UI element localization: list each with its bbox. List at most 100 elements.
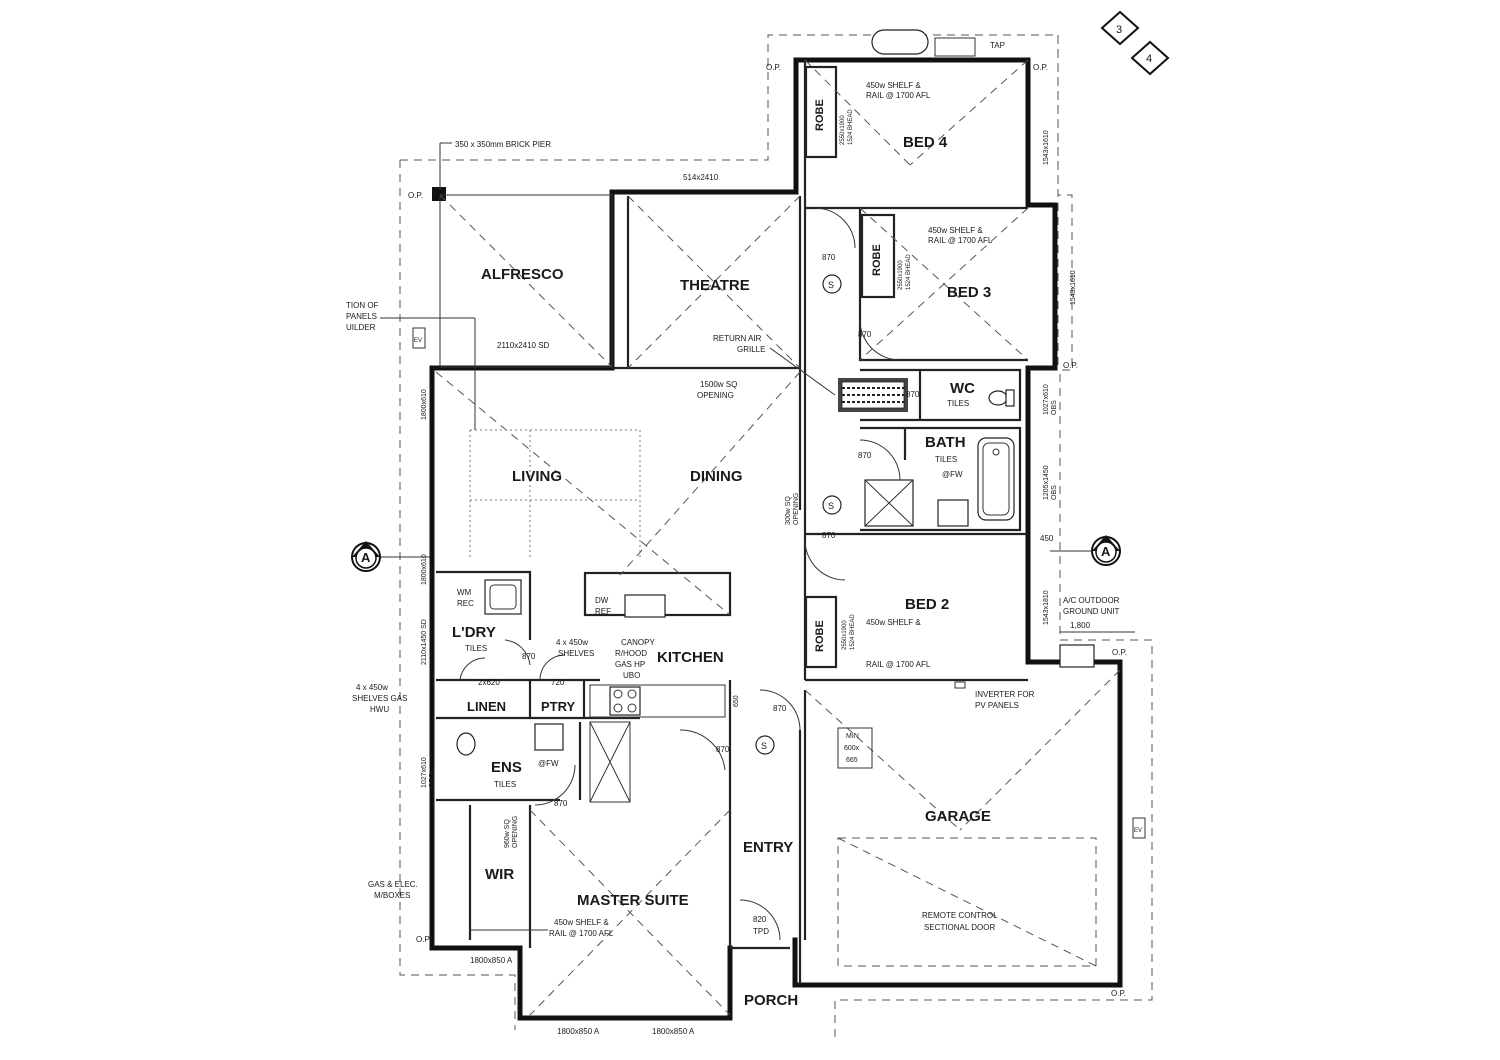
exterior-walls [429,57,1123,1021]
svg-text:2110x2410 SD: 2110x2410 SD [497,341,550,350]
svg-text:O.P.: O.P. [1112,648,1127,657]
svg-text:O.P.: O.P. [1111,989,1126,998]
svg-text:450: 450 [1040,534,1054,543]
svg-text:RAIL @ 1700 AFL: RAIL @ 1700 AFL [866,660,931,669]
svg-text:1800x850 A: 1800x850 A [652,1027,695,1036]
smoke-detectors: S S S [755,274,842,755]
svg-text:1524 BHEAD: 1524 BHEAD [848,109,854,145]
svg-text:SHELVES GAS: SHELVES GAS [352,694,407,703]
alfresco-slab [439,194,613,368]
svg-text:R/HOOD: R/HOOD [615,649,647,658]
cooktop [609,686,641,716]
brick-pier-note: 350 x 350mm BRICK PIER [455,140,551,149]
kitchen-sink [624,594,666,618]
svg-text:MIN: MIN [846,733,859,740]
svg-text:870: 870 [554,799,568,808]
svg-text:450w SHELF &: 450w SHELF & [866,81,921,90]
svg-text:650: 650 [733,695,740,707]
room-bed4: BED 4 [903,134,948,151]
svg-text:4 x 450w: 4 x 450w [556,638,588,647]
svg-text:OPENING: OPENING [793,493,800,525]
svg-text:1205x1450: 1205x1450 [1043,465,1050,500]
svg-text:4: 4 [1146,53,1152,65]
room-kitchen: KITCHEN [657,649,724,666]
svg-text:TION OF: TION OF [346,301,379,310]
room-alfresco: ALFRESCO [481,266,564,283]
svg-text:OPENING: OPENING [512,816,519,848]
svg-text:REF: REF [595,607,611,616]
fixtures [456,29,1095,756]
svg-text:OPENING: OPENING [697,391,734,400]
svg-text:TILES: TILES [935,455,957,464]
svg-text:870: 870 [858,330,872,339]
svg-text:870: 870 [822,531,836,540]
svg-text:2550x1900: 2550x1900 [842,620,848,650]
room-robe-bed4: ROBE [814,99,826,131]
svg-text:OBS: OBS [429,773,436,788]
svg-text:870: 870 [906,390,920,399]
svg-text:HWU: HWU [370,705,389,714]
svg-text:A: A [1101,544,1111,559]
svg-text:1500w SQ: 1500w SQ [700,380,737,389]
svg-text:TAP: TAP [990,41,1005,50]
smoke-icon: S [828,501,834,511]
room-wc: WC [950,380,975,397]
svg-text:REC: REC [457,599,474,608]
room-master-suite: MASTER SUITE [577,892,689,909]
room-bed3: BED 3 [947,284,991,301]
svg-text:870: 870 [522,652,536,661]
svg-text:GRILLE: GRILLE [737,345,765,354]
room-robe-bed2: ROBE [814,620,826,652]
svg-text:720: 720 [551,678,565,687]
svg-text:1543x1610: 1543x1610 [1070,270,1077,305]
svg-text:@FW: @FW [942,470,963,479]
svg-text:1800x610: 1800x610 [421,389,428,420]
svg-text:A: A [361,550,371,565]
svg-text:O.P.: O.P. [408,191,423,200]
svg-text:UILDER: UILDER [346,323,376,332]
bathtub [977,437,1015,521]
svg-text:870: 870 [858,451,872,460]
svg-text:1027x610: 1027x610 [421,757,428,788]
svg-text:SHELVES: SHELVES [558,649,594,658]
svg-text:450w SHELF &: 450w SHELF & [866,618,921,627]
interior-walls [436,60,1028,985]
svg-text:INVERTER FOR: INVERTER FOR [975,690,1035,699]
svg-text:1524 BHEAD: 1524 BHEAD [850,614,856,650]
svg-text:A/C OUTDOOR: A/C OUTDOOR [1063,596,1120,605]
svg-text:1800x850 A: 1800x850 A [470,956,513,965]
smoke-icon: S [828,280,834,290]
room-ensuite: ENS [491,759,522,776]
svg-text:PV PANELS: PV PANELS [975,701,1019,710]
svg-text:TILES: TILES [947,399,969,408]
svg-text:O.P.: O.P. [1033,63,1048,72]
svg-text:M/BOXES: M/BOXES [374,891,410,900]
svg-text:1800x850 A: 1800x850 A [557,1027,600,1036]
svg-text:TILES: TILES [494,780,516,789]
return-air-grille [838,378,908,412]
svg-text:600x: 600x [844,745,860,752]
svg-text:REMOTE CONTROL: REMOTE CONTROL [922,911,998,920]
svg-text:DW: DW [595,596,609,605]
svg-text:514x2410: 514x2410 [683,173,719,182]
room-entry: ENTRY [743,839,793,856]
svg-text:GROUND UNIT: GROUND UNIT [1063,607,1120,616]
svg-text:GAS & ELEC.: GAS & ELEC. [368,880,418,889]
svg-text:1800x610: 1800x610 [421,554,428,585]
svg-text:1543x1610: 1543x1610 [1043,130,1050,165]
svg-text:2550x1900: 2550x1900 [898,260,904,290]
room-labels: ALFRESCO THEATRE LIVING DINING KITCHEN L… [452,99,991,1009]
svg-text:960w SQ: 960w SQ [504,819,511,848]
sheet-reference-markers: 3 4 [1100,10,1170,76]
svg-text:O.P.: O.P. [766,63,781,72]
room-porch: PORCH [744,992,798,1009]
svg-text:OBS: OBS [1051,400,1058,415]
svg-text:GAS HP: GAS HP [615,660,645,669]
toilet-ens [456,732,476,756]
svg-text:TPD: TPD [753,927,769,936]
svg-text:300w SQ: 300w SQ [785,496,792,525]
svg-text:450w SHELF &: 450w SHELF & [928,226,983,235]
door-swings [459,207,901,941]
svg-text:EV: EV [1134,828,1142,834]
